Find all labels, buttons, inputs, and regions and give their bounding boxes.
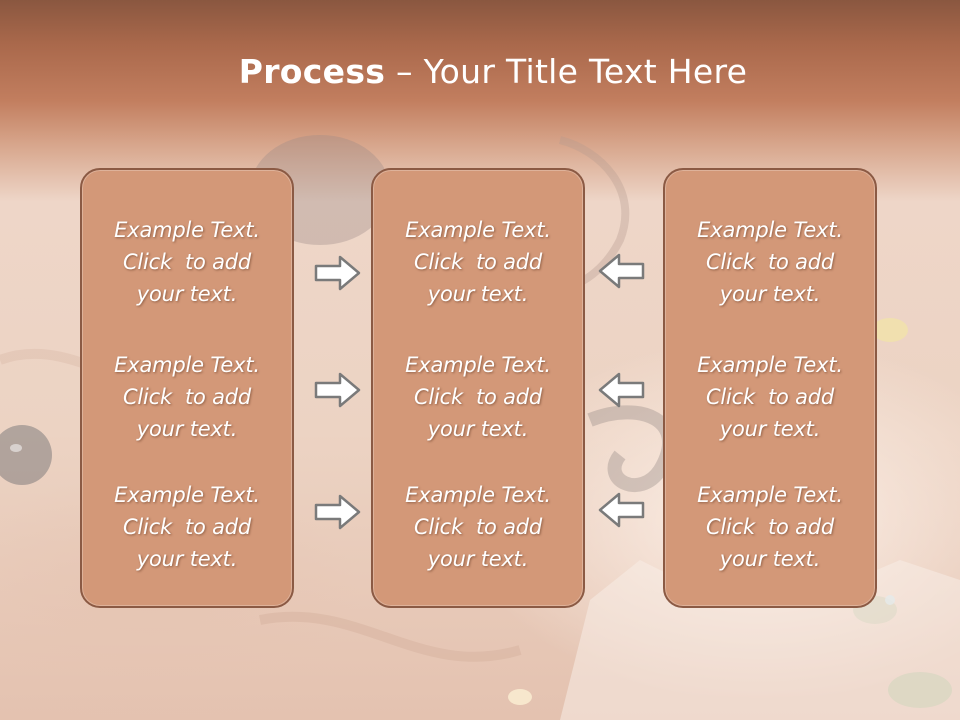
text-line: Click to add <box>413 385 543 409</box>
text-line: Click to add <box>122 515 252 539</box>
arrow-left-icon <box>597 371 645 409</box>
text-block[interactable]: Example Text. Click to add your text. <box>373 214 583 310</box>
text-block[interactable]: Example Text. Click to add your text. <box>665 479 875 575</box>
text-line: Click to add <box>705 385 835 409</box>
text-line: your text. <box>719 282 821 306</box>
text-line: Click to add <box>122 385 252 409</box>
text-line: your text. <box>719 417 821 441</box>
title-bold-part: Process <box>238 52 386 91</box>
text-line: Example Text. <box>114 218 260 242</box>
text-block[interactable]: Example Text. Click to add your text. <box>665 214 875 310</box>
text-line: Click to add <box>413 250 543 274</box>
text-line: Click to add <box>413 515 543 539</box>
arrow-right-icon <box>314 493 362 531</box>
text-line: Click to add <box>705 250 835 274</box>
text-line: Example Text. <box>114 353 260 377</box>
text-line: your text. <box>427 282 529 306</box>
text-line: Example Text. <box>697 483 843 507</box>
text-block[interactable]: Example Text. Click to add your text. <box>82 479 292 575</box>
text-line: Click to add <box>705 515 835 539</box>
arrow-right-icon <box>314 371 362 409</box>
text-line: Example Text. <box>697 218 843 242</box>
text-line: your text. <box>427 417 529 441</box>
text-line: your text. <box>136 547 238 571</box>
text-line: Example Text. <box>405 483 551 507</box>
title-rest-part: – Your Title Text Here <box>385 52 748 91</box>
process-box-right[interactable]: Example Text. Click to add your text. Ex… <box>663 168 877 608</box>
text-line: Example Text. <box>697 353 843 377</box>
process-box-middle[interactable]: Example Text. Click to add your text. Ex… <box>371 168 585 608</box>
arrow-left-icon <box>597 491 645 529</box>
text-line: Example Text. <box>405 218 551 242</box>
arrow-right-icon <box>314 254 362 292</box>
text-block[interactable]: Example Text. Click to add your text. <box>373 349 583 445</box>
text-block[interactable]: Example Text. Click to add your text. <box>82 349 292 445</box>
text-line: your text. <box>719 547 821 571</box>
text-block[interactable]: Example Text. Click to add your text. <box>665 349 875 445</box>
text-block[interactable]: Example Text. Click to add your text. <box>82 214 292 310</box>
text-block[interactable]: Example Text. Click to add your text. <box>373 479 583 575</box>
slide-title: Process – Your Title Text Here <box>0 52 960 91</box>
text-line: your text. <box>136 282 238 306</box>
text-line: Example Text. <box>405 353 551 377</box>
text-line: your text. <box>427 547 529 571</box>
text-line: Click to add <box>122 250 252 274</box>
process-box-left[interactable]: Example Text. Click to add your text. Ex… <box>80 168 294 608</box>
text-line: your text. <box>136 417 238 441</box>
text-line: Example Text. <box>114 483 260 507</box>
arrow-left-icon <box>597 252 645 290</box>
